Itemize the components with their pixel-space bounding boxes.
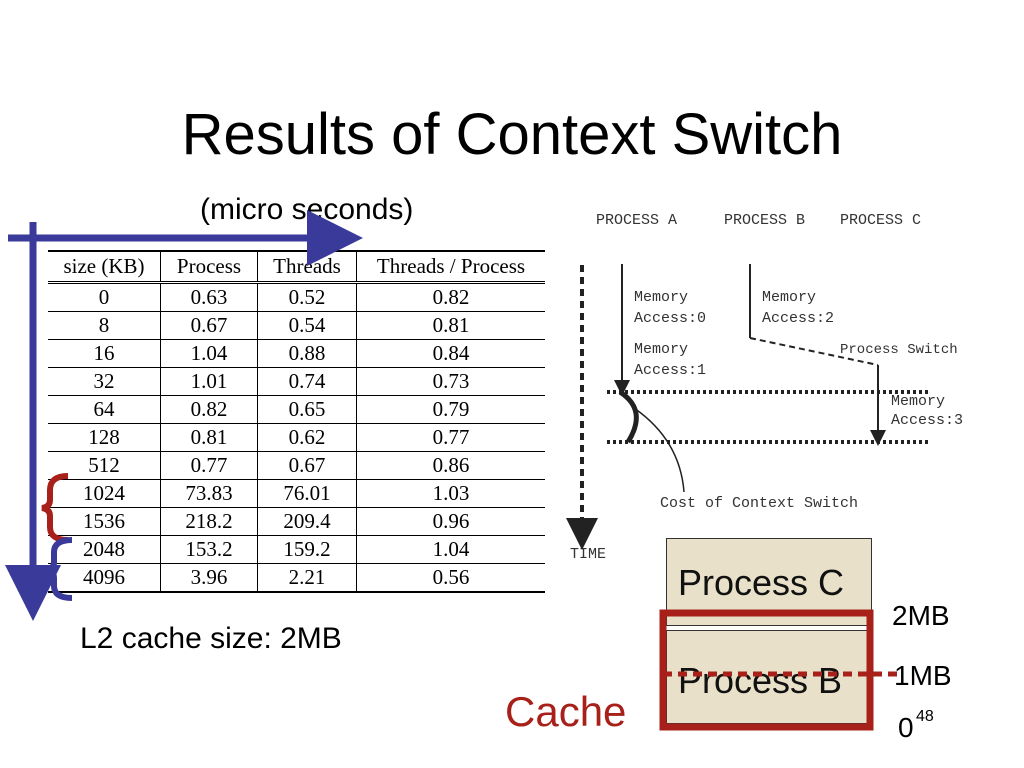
table-cell: 0.77 <box>160 451 258 480</box>
table-cell: 0.84 <box>356 339 545 368</box>
table-cell: 159.2 <box>257 535 357 564</box>
slide-title: Results of Context Switch <box>181 102 843 167</box>
blue-brace <box>45 537 73 601</box>
table-cell: 2.21 <box>257 563 357 593</box>
cost-pointer <box>633 407 685 493</box>
mem1-line1: Memory <box>634 341 689 358</box>
cache-label: Cache <box>505 688 627 735</box>
process-switch-label: Process Switch <box>840 342 958 358</box>
mem1-line2: Access:1 <box>634 362 707 379</box>
table-cell: 209.4 <box>257 507 357 536</box>
table-cell: 76.01 <box>257 479 357 508</box>
units-label: (micro seconds) <box>200 193 414 226</box>
table-cell: 0.52 <box>257 282 357 312</box>
l2-cache-note: L2 cache size: 2MB <box>80 622 342 655</box>
mark-0: 0 <box>898 712 914 743</box>
process-c-label: Process C <box>678 562 845 603</box>
label-process-b: PROCESS B <box>724 212 806 229</box>
table-cell: 0.96 <box>356 507 545 536</box>
process-switch-dashed <box>749 337 879 366</box>
table-cell: 64 <box>48 395 161 424</box>
process-b-label: Process B <box>678 660 843 701</box>
label-process-a: PROCESS A <box>596 212 678 229</box>
mem3-line1: Memory <box>891 393 946 410</box>
table-cell: 73.83 <box>160 479 258 508</box>
red-brace <box>41 473 69 543</box>
table-cell: 0.88 <box>257 339 357 368</box>
mem2-line2: Access:2 <box>762 310 835 327</box>
context-switch-curve <box>618 389 639 444</box>
table-cell: 0 <box>48 282 161 312</box>
table-cell: 0.82 <box>160 395 258 424</box>
table-cell: 0.62 <box>257 423 357 452</box>
table-cell: 0.63 <box>160 282 258 312</box>
table-cell: 0.73 <box>356 367 545 396</box>
mem0-line2: Access:0 <box>634 310 707 327</box>
table-cell: 1.04 <box>160 339 258 368</box>
table-cell: 1.01 <box>160 367 258 396</box>
mark-2mb: 2MB <box>892 600 950 631</box>
cost-label: Cost of Context Switch <box>660 495 859 512</box>
table-cell: 0.67 <box>257 451 357 480</box>
table-cell: 16 <box>48 339 161 368</box>
table-cell: 128 <box>48 423 161 452</box>
table-cell: 1024 <box>48 479 161 508</box>
table-cell: 4096 <box>48 563 161 593</box>
table-cell: 0.81 <box>160 423 258 452</box>
mem3-line2: Access:3 <box>891 412 964 429</box>
table-cell: 0.86 <box>356 451 545 480</box>
table-cell: 3.96 <box>160 563 258 593</box>
table-cell: 218.2 <box>160 507 258 536</box>
table-cell: 1.03 <box>356 479 545 508</box>
table-cell: 1536 <box>48 507 161 536</box>
table-cell: 0.56 <box>356 563 545 593</box>
table-cell: 0.82 <box>356 282 545 312</box>
time-label: TIME <box>570 546 607 563</box>
table-cell: 0.77 <box>356 423 545 452</box>
col-header-process: Process <box>160 250 258 284</box>
table-cell: 0.79 <box>356 395 545 424</box>
table-cell: 0.65 <box>257 395 357 424</box>
col-header-size: size (KB) <box>48 250 161 284</box>
table-cell: 0.81 <box>356 311 545 340</box>
table-cell: 0.54 <box>257 311 357 340</box>
table-cell: 0.74 <box>257 367 357 396</box>
table-cell: 0.67 <box>160 311 258 340</box>
mem2-line1: Memory <box>762 289 817 306</box>
col-header-ratio: Threads / Process <box>356 250 545 284</box>
cache-region <box>659 609 874 731</box>
table-cell: 8 <box>48 311 161 340</box>
slide-number: 48 <box>916 708 934 725</box>
mark-1mb: 1MB <box>894 660 952 691</box>
table-cell: 153.2 <box>160 535 258 564</box>
table-cell: 32 <box>48 367 161 396</box>
label-process-c: PROCESS C <box>840 212 922 229</box>
table-cell: 1.04 <box>356 535 545 564</box>
mem0-line1: Memory <box>634 289 689 306</box>
